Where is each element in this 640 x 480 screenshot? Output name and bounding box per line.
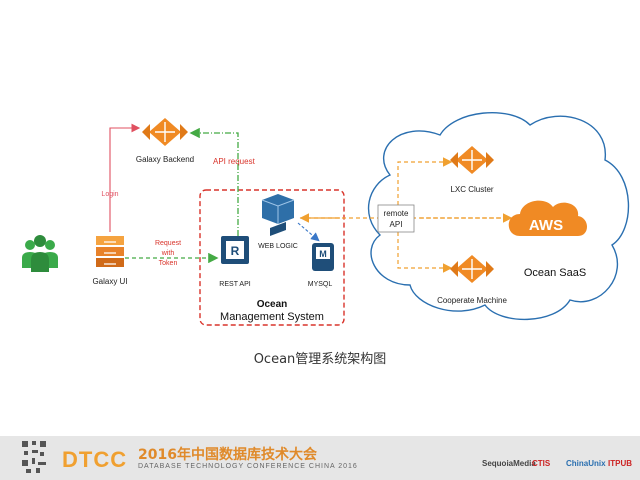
conference-title: 2016年中国数据库技术大会 bbox=[138, 447, 317, 463]
remote-api-label-2: API bbox=[390, 220, 403, 229]
web-logic-icon bbox=[261, 194, 295, 236]
dtcc-logo: DTCC bbox=[62, 447, 128, 472]
galaxy-backend-label: Galaxy Backend bbox=[136, 155, 194, 164]
users-icon bbox=[22, 235, 58, 272]
api-request-label: API request bbox=[213, 157, 256, 166]
web-logic-label: WEB LOGIC bbox=[258, 243, 298, 250]
ocean-title: Ocean bbox=[257, 299, 288, 310]
mysql-icon: M bbox=[312, 243, 334, 271]
request-token-label-2: with bbox=[161, 250, 175, 257]
footer-bar bbox=[0, 436, 640, 480]
lxc-cluster-icon bbox=[450, 146, 494, 174]
api-request-edge bbox=[189, 127, 239, 236]
ocean-saas-label: Ocean SaaS bbox=[524, 267, 586, 279]
to-lxc-edge bbox=[397, 157, 453, 205]
galaxy-ui-icon bbox=[96, 236, 124, 267]
cooperate-machine-label: Cooperate Machine bbox=[437, 296, 507, 305]
aws-label: AWS bbox=[529, 217, 563, 234]
lxc-cluster-label: LXC Cluster bbox=[450, 185, 493, 194]
sponsor-ctis: CTIS bbox=[532, 459, 551, 468]
cooperate-machine-icon bbox=[450, 255, 494, 283]
request-token-label-1: Request bbox=[155, 240, 181, 247]
remote-api-box bbox=[377, 204, 415, 233]
svg-text:R: R bbox=[231, 244, 240, 258]
ocean-subtitle: Management System bbox=[220, 311, 324, 323]
sponsor-sequoiamedia: SequoiaMedia bbox=[482, 459, 536, 468]
galaxy-ui-label: Galaxy UI bbox=[92, 277, 127, 286]
qr-code-icon bbox=[20, 438, 48, 476]
conference-subtitle: DATABASE TECHNOLOGY CONFERENCE CHINA 201… bbox=[138, 463, 358, 470]
request-token-label-3: Token bbox=[159, 260, 178, 267]
sponsor-chinaunix: ChinaUnix bbox=[566, 459, 606, 468]
login-label: Login bbox=[101, 191, 118, 198]
aws-icon: AWS bbox=[508, 200, 587, 236]
to-cooperate-edge bbox=[397, 232, 453, 273]
weblogic-mysql-edge bbox=[297, 222, 320, 242]
galaxy-backend-icon bbox=[142, 118, 188, 146]
ocean-management-group bbox=[199, 189, 345, 326]
mysql-label: MYSQL bbox=[308, 281, 333, 288]
rest-api-label: REST API bbox=[219, 281, 250, 288]
rest-api-icon: R bbox=[221, 236, 249, 264]
svg-text:M: M bbox=[319, 249, 327, 259]
remote-api-label-1: remote bbox=[384, 209, 409, 218]
login-edge bbox=[109, 123, 141, 232]
diagram-caption: Ocean管理系统架构图 bbox=[253, 352, 387, 367]
sponsor-itpub: ITPUB bbox=[608, 459, 632, 468]
